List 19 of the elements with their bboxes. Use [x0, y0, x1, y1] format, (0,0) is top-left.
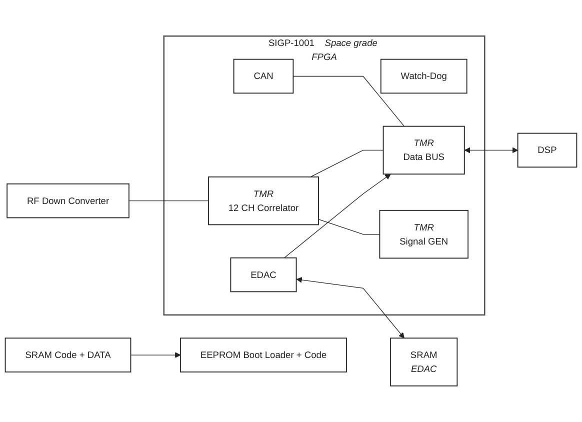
node-box: SRAM Code + DATA	[4, 338, 132, 372]
arrow	[284, 174, 391, 258]
connector	[310, 150, 384, 178]
node-box: DSP	[517, 132, 578, 168]
arrow	[464, 147, 518, 154]
node-box: EEPROM Boot Loader + Code	[180, 338, 348, 372]
node-box: CAN	[233, 58, 294, 94]
arrow	[130, 352, 181, 358]
node-box: EDAC	[230, 257, 297, 292]
node-box: SRAM EDAC	[390, 338, 458, 386]
connector	[318, 218, 380, 235]
node-box: RF Down Converter	[6, 183, 130, 218]
arrow	[296, 277, 404, 338]
node-box: TMR Signal GEN	[379, 210, 469, 259]
node-box: Watch-Dog	[380, 58, 468, 94]
node-box: TMR 12 CH Correlator	[208, 176, 319, 226]
connector	[292, 76, 405, 127]
connector	[128, 200, 209, 202]
node-box: TMR Data BUS	[382, 126, 465, 175]
